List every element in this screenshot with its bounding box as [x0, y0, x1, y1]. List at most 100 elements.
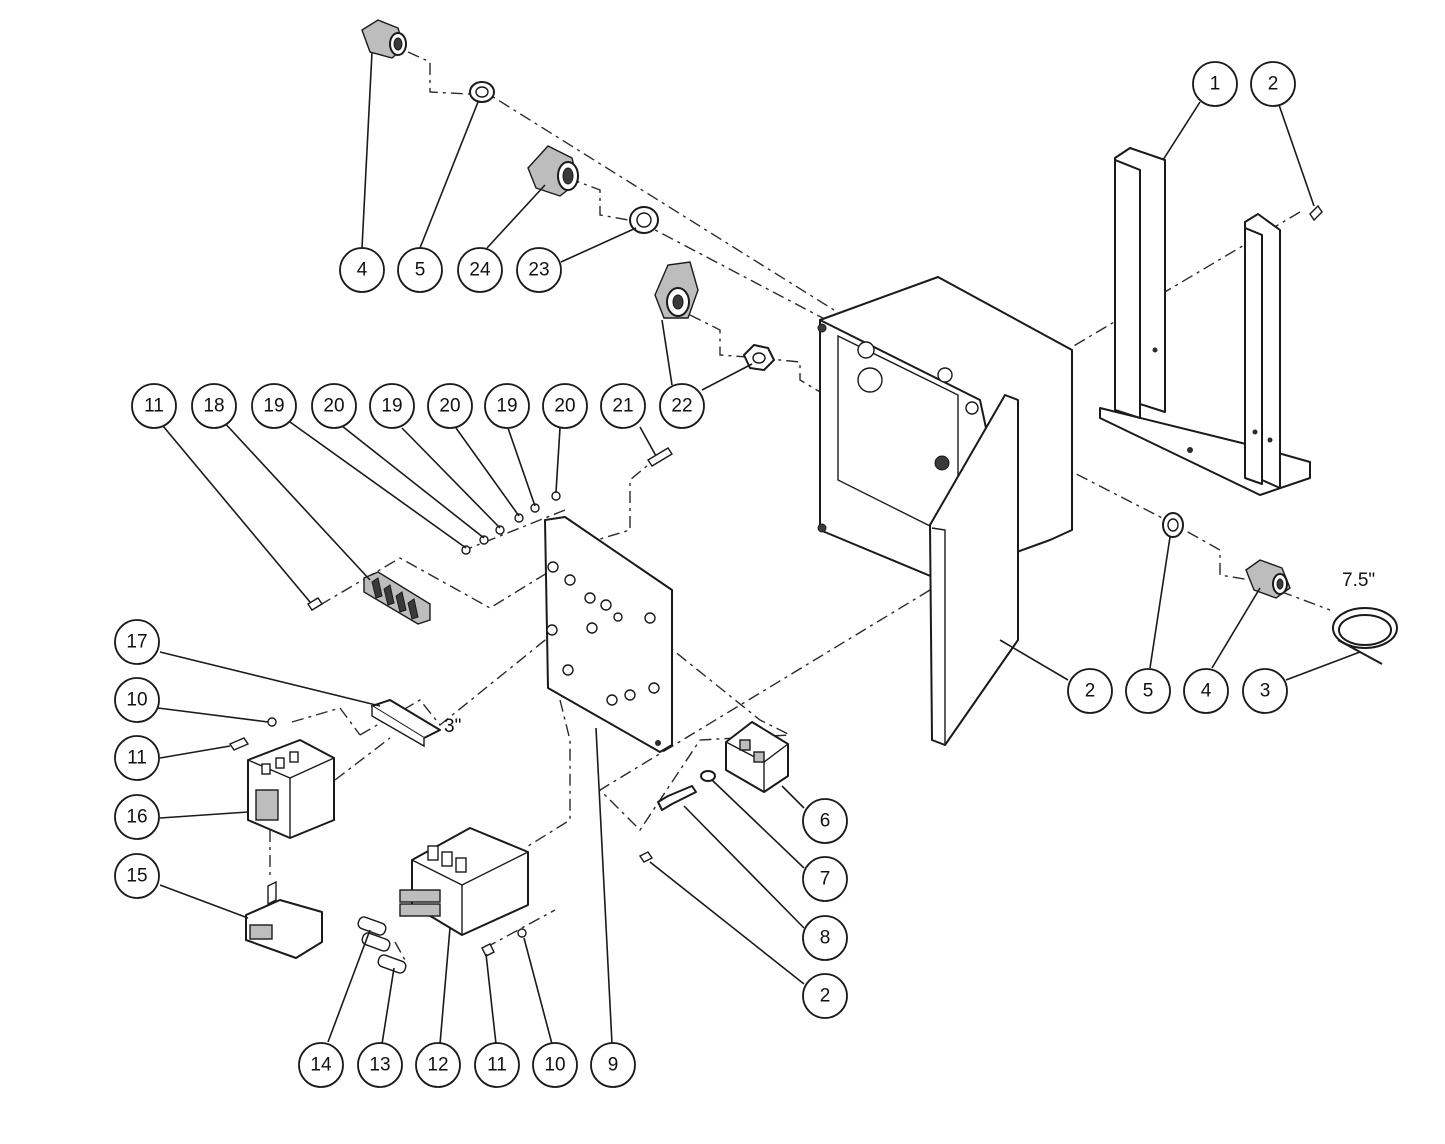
callout-20-b: 20	[427, 383, 473, 429]
callout-14: 14	[298, 1042, 344, 1088]
callout-17-label: 17	[126, 632, 147, 653]
callout-11-top: 11	[131, 383, 177, 429]
contactor	[247, 739, 335, 839]
callout-6-label: 6	[820, 811, 831, 832]
callout-10-label: 10	[126, 690, 147, 711]
callout-4-label: 4	[357, 260, 368, 281]
leader-lines	[157, 51, 1361, 1045]
din-rail-length-dimension: 3"	[444, 716, 461, 737]
callout-20-a: 20	[311, 383, 357, 429]
callout-14-label: 14	[310, 1055, 332, 1076]
callout-21-label: 21	[612, 396, 633, 417]
callout-19-a: 19	[251, 383, 297, 429]
callout-15-label: 15	[126, 866, 147, 887]
callout-4-top: 4	[339, 247, 385, 293]
cable-gland-top	[361, 19, 407, 59]
hex-bolt	[657, 785, 697, 811]
terminal-strip	[363, 571, 431, 625]
transformer	[399, 827, 529, 936]
callout-2-label: 2	[1085, 681, 1096, 702]
callout-4-label: 4	[1201, 681, 1212, 702]
callout-11-bottom: 11	[474, 1042, 520, 1088]
screw-bracket	[1309, 204, 1323, 222]
callout-2-bracket-screw: 2	[1250, 61, 1296, 107]
callout-7: 7	[802, 856, 848, 902]
callout-18-label: 18	[203, 396, 224, 417]
screw-bottom	[638, 851, 654, 863]
wire-coil	[1332, 607, 1398, 665]
callout-18: 18	[191, 383, 237, 429]
callout-13: 13	[357, 1042, 403, 1088]
callout-11-label: 11	[144, 396, 164, 417]
callout-20-label: 20	[439, 396, 460, 417]
callout-10-label: 10	[544, 1055, 565, 1076]
washer	[700, 770, 716, 782]
callout-5-top: 5	[397, 247, 443, 293]
lock-nut-top	[469, 81, 495, 103]
callout-8-label: 8	[820, 928, 831, 949]
callout-11-label: 11	[127, 748, 147, 769]
callout-2-cover: 2	[1067, 668, 1113, 714]
callout-5-label: 5	[1143, 681, 1154, 702]
callout-23-label: 23	[528, 260, 549, 281]
long-bolt	[647, 447, 673, 467]
callout-6: 6	[802, 798, 848, 844]
fuse-set	[357, 916, 407, 974]
wire-length-dimension: 7.5"	[1342, 570, 1375, 591]
callout-2-bottom: 2	[802, 973, 848, 1019]
small-hardware-left	[228, 717, 277, 751]
callout-12: 12	[415, 1042, 461, 1088]
callout-12-label: 12	[427, 1055, 448, 1076]
washer-nut-stack	[461, 491, 561, 555]
callout-16-label: 16	[126, 807, 147, 828]
callout-19-b: 19	[369, 383, 415, 429]
overload-relay	[245, 880, 323, 959]
callout-19-c: 19	[484, 383, 530, 429]
lock-nut-right	[1162, 512, 1184, 538]
callout-22: 22	[659, 383, 705, 429]
callout-19-label: 19	[496, 396, 517, 417]
callout-11-label: 11	[487, 1055, 507, 1076]
callout-3: 3	[1242, 668, 1288, 714]
callout-16: 16	[114, 794, 160, 840]
callout-21: 21	[600, 383, 646, 429]
callout-10-bottom: 10	[532, 1042, 578, 1088]
screw-terminal-strip	[307, 597, 323, 611]
callout-24: 24	[457, 247, 503, 293]
callout-15: 15	[114, 853, 160, 899]
callout-3-label: 3	[1260, 681, 1271, 702]
small-hardware-bottom	[481, 928, 527, 957]
back-panel	[544, 516, 673, 753]
enclosure-cover	[929, 394, 1019, 746]
callout-9-label: 9	[608, 1055, 619, 1076]
large-cable-gland	[527, 145, 579, 197]
terminal-block	[725, 721, 789, 793]
callout-10-left: 10	[114, 677, 160, 723]
large-lock-nut	[629, 206, 659, 234]
callout-19-label: 19	[381, 396, 402, 417]
din-rail	[371, 699, 441, 748]
mounting-bracket	[1099, 147, 1311, 496]
callout-2-label: 2	[1268, 74, 1279, 95]
callout-5-label: 5	[415, 260, 426, 281]
callout-1: 1	[1192, 61, 1238, 107]
callout-23: 23	[516, 247, 562, 293]
callout-1-label: 1	[1210, 74, 1221, 95]
callout-13-label: 13	[369, 1055, 390, 1076]
callout-9: 9	[590, 1042, 636, 1088]
callout-19-label: 19	[263, 396, 284, 417]
callout-11-left: 11	[114, 735, 160, 781]
elbow-fitting	[654, 261, 699, 319]
callout-2-label: 2	[820, 986, 831, 1007]
callout-7-label: 7	[820, 869, 831, 890]
callout-5-right: 5	[1125, 668, 1171, 714]
callout-17: 17	[114, 619, 160, 665]
callout-20-label: 20	[554, 396, 575, 417]
callout-20-c: 20	[542, 383, 588, 429]
callout-4-right: 4	[1183, 668, 1229, 714]
callout-22-label: 22	[671, 396, 692, 417]
cable-gland-right	[1245, 559, 1291, 599]
assembly-lines	[269, 51, 1331, 961]
callout-8: 8	[802, 915, 848, 961]
